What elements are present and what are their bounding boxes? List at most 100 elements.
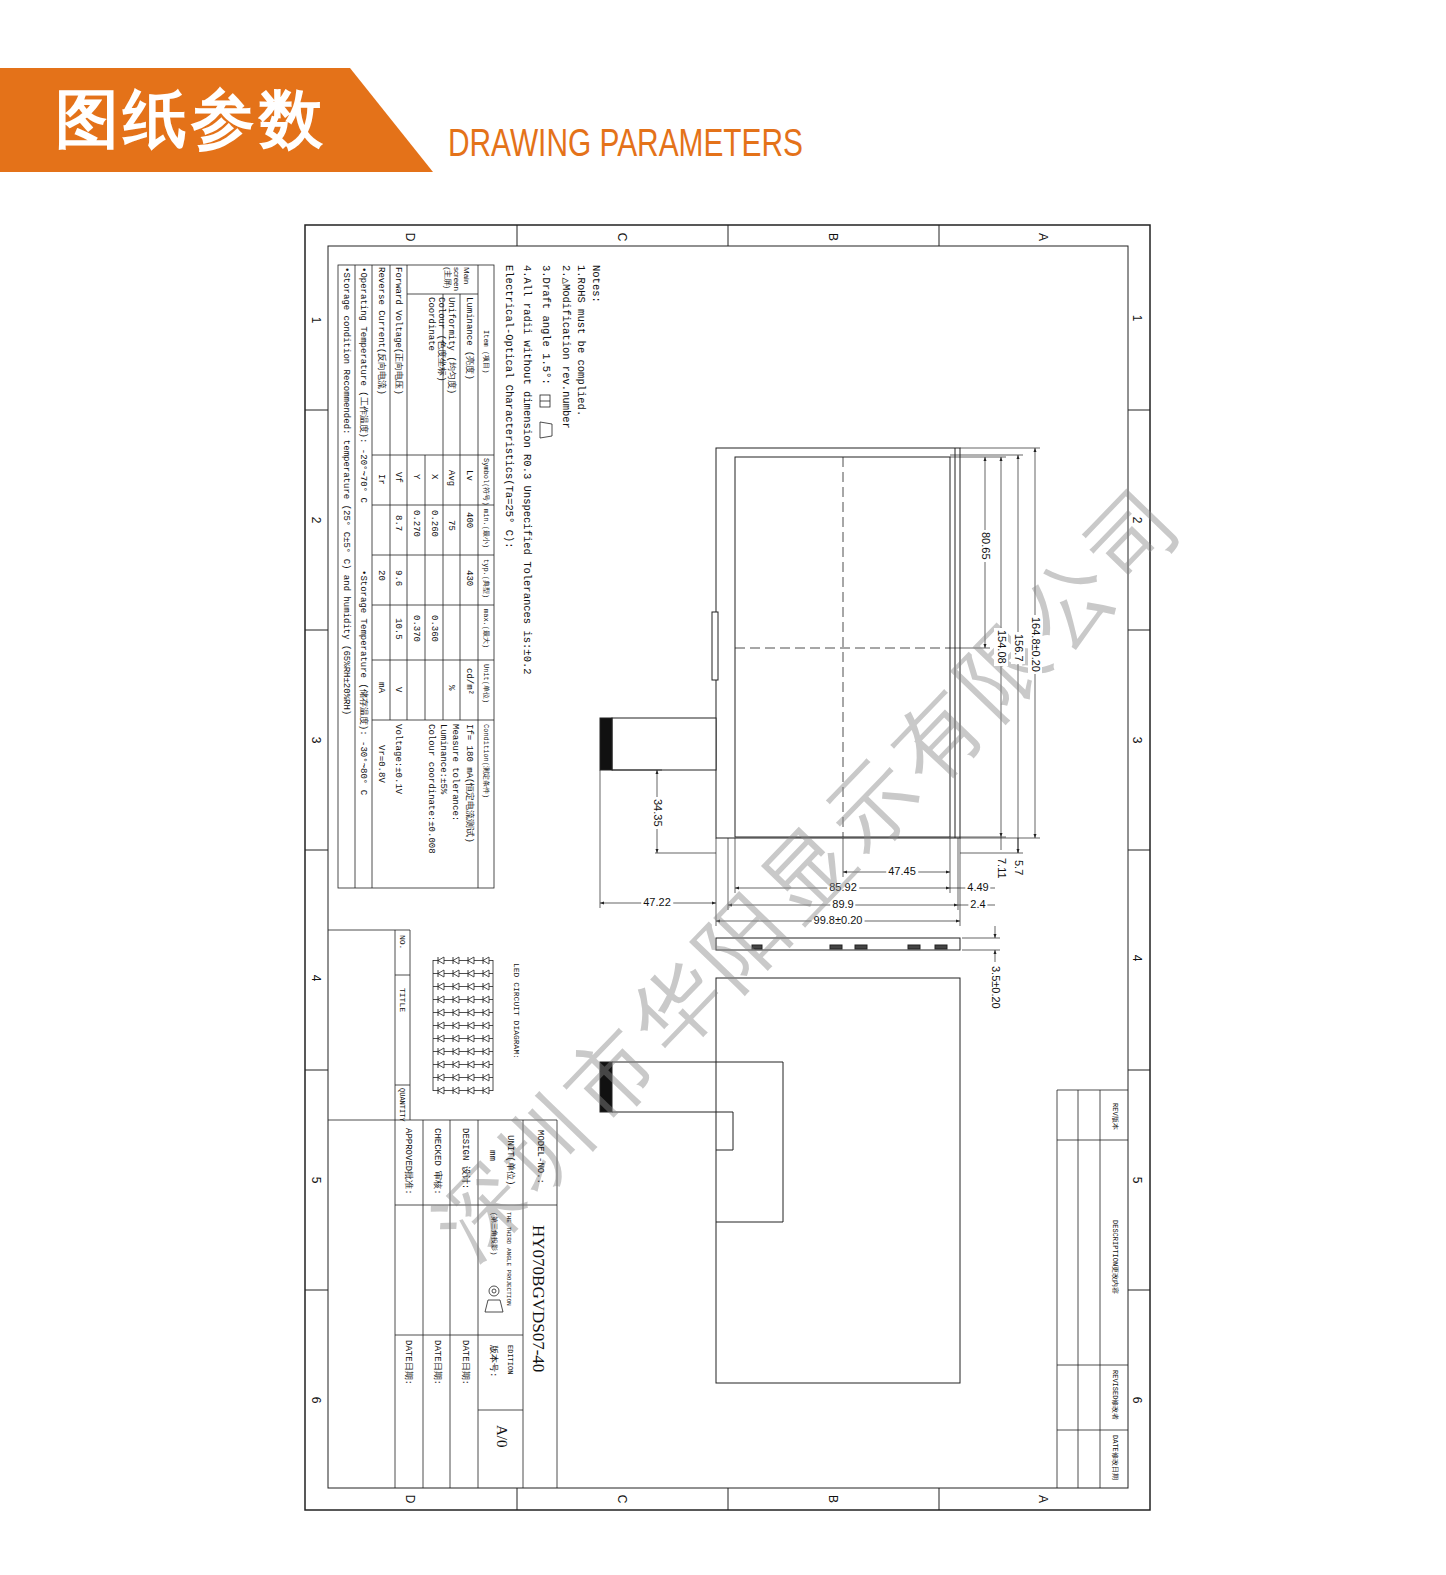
title-block-cell: NO. (397, 935, 407, 949)
zone-marker: A (1036, 1495, 1050, 1503)
table-cell: Luminance (亮度) (464, 297, 475, 380)
note-text: Electrical-Optical Characteristics(Ta=25… (503, 265, 516, 549)
table-header: Item (项目) (482, 330, 490, 373)
note-text: 4.All radii without dimension R0.3 Unspe… (521, 265, 534, 675)
led-array (433, 954, 493, 1097)
dimension-value: 3.5±0.20 (988, 964, 1001, 1011)
dimension-value: 47.45 (886, 865, 918, 878)
title-block-cell: 版本号: (488, 1345, 499, 1377)
table-cell: mA (376, 682, 387, 693)
draft-symbol-part (540, 422, 552, 438)
dimension-value: 164.8±0.20 (1028, 615, 1041, 674)
draft-symbol-part (540, 395, 550, 407)
table-header: min.(最小) (482, 509, 490, 548)
panel-side-view-part (830, 945, 842, 949)
table-cell: 430 (464, 570, 475, 586)
diagram-heading: LED CIRCUIT DIAGRAM: (511, 963, 521, 1059)
table-cell: 20 (376, 570, 387, 581)
draft-symbol (540, 395, 552, 438)
zone-marker: 1 (1130, 315, 1144, 322)
title-block-cell: UNIT(单位) (505, 1135, 516, 1185)
table-header: Unit(单位) (482, 664, 490, 703)
zone-marker: 5 (1130, 1177, 1144, 1184)
dimension-value: 154.08 (994, 628, 1007, 666)
zone-marker: 3 (309, 737, 323, 744)
zone-marker: 6 (1130, 1397, 1144, 1404)
dimension-lines-part (995, 950, 996, 962)
table-cell: Avg (446, 470, 457, 486)
table-cell: 0.260 (429, 510, 440, 537)
table-cell: Colour (色度坐标) Coordinate (425, 297, 447, 397)
panel-top-view-part (600, 718, 612, 770)
title-block-part (485, 1300, 503, 1312)
zone-marker: B (826, 1495, 840, 1503)
table-cell: •Storage condition Recommended: temperat… (341, 267, 352, 715)
dimension-value: 5.7 (1011, 858, 1024, 877)
dimension-value: 80.65 (978, 530, 991, 562)
table-cell: Uniformity (均匀度) (446, 297, 457, 394)
zone-marker: C (615, 233, 629, 242)
table-cell: 9.6 (393, 570, 404, 586)
table-header: Condition(测定条件) (482, 724, 490, 798)
zone-marker: A (1036, 233, 1050, 241)
title-block-cell: DATE日期: (460, 1340, 471, 1385)
title-block-cell: APPROVED批准: (403, 1128, 414, 1195)
note-text: 2.△Modification rev.number (560, 265, 573, 429)
table-cell: Reverse Current(反向电流) (376, 267, 387, 395)
table-cell: •Storage Temperature (储存温度): -30°~80° C (358, 570, 369, 795)
revision-cell: REVISED修改者 (1111, 1370, 1119, 1420)
panel-back-view-part (716, 978, 960, 1383)
zone-marker: D (403, 233, 417, 242)
table-cell: Lv (464, 470, 475, 481)
table-cell: Forward Voltage(正向电压) (393, 267, 404, 395)
title-block-cell: DESIGN 设计: (460, 1128, 471, 1189)
panel-side-view-part (855, 945, 867, 949)
table-cell: 400 (464, 512, 475, 528)
frame (305, 225, 1150, 1510)
title-block-cell: QUANTITY (398, 1088, 406, 1122)
note-text: 3.Draft angle 1.5°: (540, 265, 553, 385)
frame-part (328, 246, 1128, 1488)
table-cell: Measure tolerance: (450, 724, 461, 821)
title-block-cell: mm (487, 1150, 498, 1161)
table-cell: 75 (446, 520, 457, 531)
led-array-part (433, 954, 493, 1097)
dimension-lines-part (995, 926, 996, 938)
title-block-cell: DATE日期: (403, 1340, 414, 1385)
panel-side-view-part (908, 945, 920, 949)
panel-top-view-part (735, 648, 950, 649)
title-block-cell: (第三角投影) (490, 1212, 498, 1255)
panel-side-view-part (935, 945, 947, 949)
rotated-sheet: DCBA123456123456DCBANotes:1.RoHS must be… (305, 225, 1150, 1510)
title-block-cell: MODEL-NO.: (535, 1130, 546, 1184)
zone-marker: 4 (309, 975, 323, 982)
dimension-value: 2.4 (968, 898, 987, 911)
table-cell: 8.7 (393, 515, 404, 531)
zone-marker: 6 (309, 1397, 323, 1404)
zone-marker: B (826, 233, 840, 241)
title-block-cell: HY070BGVDS07-40 (528, 1225, 548, 1372)
title-block-cell: DATE日期: (432, 1340, 443, 1385)
table-cell: 0.270 (411, 510, 422, 537)
table-cell: 0.360 (429, 615, 440, 642)
dimension-value: 4.49 (965, 881, 990, 894)
header-banner (0, 68, 433, 172)
title-block-part (492, 1289, 496, 1293)
zone-marker: 3 (1130, 737, 1144, 744)
zone-marker: D (403, 1495, 417, 1504)
table-cell: Luminance:±5% (438, 724, 449, 794)
table-cell: Ir (376, 474, 387, 485)
zone-marker: 1 (309, 317, 323, 324)
table-cell: X (429, 474, 440, 479)
dimension-value: 7.11 (994, 856, 1007, 881)
table-cell: Main screen (主屏) (442, 267, 471, 292)
table-cell: % (446, 685, 457, 690)
revision-block-part (1057, 1090, 1128, 1488)
table-cell: Colour coordinate:±0.008 (426, 724, 437, 854)
panel-top-view-part (712, 612, 718, 680)
dimension-value: 156.7 (1011, 632, 1024, 664)
dimension-value: 47.22 (641, 896, 673, 909)
title-block-cell: A/0 (493, 1425, 511, 1448)
dimension-lines-part (1018, 838, 1019, 853)
